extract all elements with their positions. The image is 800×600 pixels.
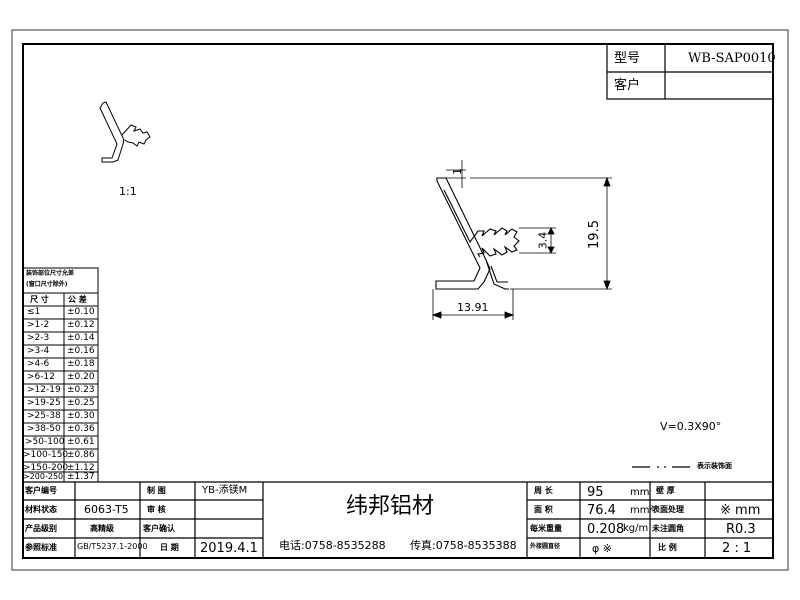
- company-fax: 传真:0758-8535388: [410, 539, 517, 552]
- tolerance-value: ±0.30: [67, 411, 95, 421]
- perimeter-unit: mm: [630, 487, 650, 498]
- fillet-value: R0.3: [726, 522, 756, 537]
- tolerance-size: ≤1: [27, 307, 41, 317]
- profile-main: [435, 177, 520, 290]
- tolerance-value: ±1.12: [67, 463, 95, 473]
- grade-label: 产品级别: [25, 524, 57, 533]
- table-row: >4-6 ±0.18: [23, 358, 98, 371]
- table-row: >1-2 ±0.12: [23, 319, 98, 332]
- tolerance-size: >38-50: [27, 424, 61, 434]
- dimension-lines: [431, 160, 612, 320]
- weight-value: 0.208: [587, 522, 625, 537]
- date-value: 2019.4.1: [200, 541, 258, 556]
- tolerance-size: >50-100: [25, 437, 65, 447]
- date-label: 日 期: [160, 543, 179, 552]
- tolerance-size: >3-4: [27, 346, 50, 356]
- customer-code-label: 客户编号: [25, 486, 57, 495]
- tolerance-size: >1-2: [27, 320, 50, 330]
- dim-width: 13.91: [457, 301, 489, 314]
- circle-label: 外接圆直径: [530, 543, 561, 550]
- table-row: >100-150 ±0.86: [23, 449, 98, 462]
- model-label: 型号: [614, 51, 641, 66]
- surface-label: 表面处理: [652, 505, 684, 514]
- tolerance-size: >12-19: [27, 385, 61, 395]
- tolerance-size: >19-25: [27, 398, 61, 408]
- tolerance-header-size: 尺 寸: [30, 295, 49, 304]
- table-row: >25-38 ±0.30: [23, 410, 98, 423]
- grade-value: 高精级: [90, 524, 114, 533]
- reviewer-label: 审 核: [147, 505, 166, 514]
- title-block-lines: [23, 481, 773, 558]
- table-row: >150-200 ±1.12: [23, 462, 98, 475]
- surface-value: ※ mm: [720, 503, 761, 518]
- tolerance-value: ±0.86: [67, 450, 95, 460]
- scale-note: 1:1: [119, 185, 137, 198]
- table-row: >19-25 ±0.25: [23, 397, 98, 410]
- scale-label: 比 例: [658, 543, 677, 552]
- company-name: 纬邦铝材: [346, 494, 435, 519]
- tolerance-value: ±1.37: [67, 472, 95, 482]
- material-value: 6063-T5: [84, 503, 129, 516]
- tolerance-value: ±0.61: [67, 437, 95, 447]
- standard-value: GB/T5237.1-2000: [77, 542, 148, 551]
- standard-label: 参照标准: [25, 543, 57, 552]
- drafter-label: 制 图: [147, 486, 166, 495]
- tolerance-value: ±0.25: [67, 398, 95, 408]
- tolerance-title-2: (窗口尺寸除外): [26, 281, 68, 288]
- legend-text: 表示装饰面: [697, 462, 732, 470]
- table-row: >50-100 ±0.61: [23, 436, 98, 449]
- dim-slot: 3.4: [536, 231, 550, 250]
- tolerance-title-1: 装饰部位尺寸允差: [26, 270, 75, 277]
- angle-note: V=0.3X90°: [660, 420, 722, 433]
- wall-label: 壁 厚: [656, 486, 675, 495]
- fillet-label: 未注圆角: [652, 524, 684, 533]
- profile-small: [99, 101, 151, 163]
- scale-value: 2 : 1: [722, 541, 752, 556]
- perimeter-value: 95: [587, 485, 604, 500]
- weight-label: 每米重量: [530, 524, 562, 533]
- dim-top: 1: [451, 168, 464, 175]
- tolerance-size: >4-6: [27, 359, 50, 369]
- dim-height: 19.5: [586, 220, 602, 249]
- tolerance-size: >150-200: [23, 463, 69, 473]
- company-phone: 电话:0758-8535288: [279, 539, 386, 552]
- header-table-lines: [606, 43, 774, 100]
- circle-value: φ ※: [592, 542, 612, 555]
- perimeter-label: 周 长: [534, 486, 553, 495]
- table-row: >3-4 ±0.16: [23, 345, 98, 358]
- table-row: >38-50 ±0.36: [23, 423, 98, 436]
- customer-confirm-label: 客户确认: [143, 524, 175, 533]
- area-value: 76.4: [587, 503, 616, 518]
- table-row: >6-12 ±0.20: [23, 371, 98, 384]
- tolerance-value: ±0.12: [67, 320, 95, 330]
- tolerance-size: >2-3: [27, 333, 50, 343]
- tolerance-value: ±0.18: [67, 359, 95, 369]
- tolerance-size: >6-12: [27, 372, 55, 382]
- tolerance-value: ±0.36: [67, 424, 95, 434]
- drafter-value: YB-添镁M: [202, 485, 248, 496]
- model-value: WB-SAP0010: [688, 51, 776, 66]
- tolerance-value: ±0.20: [67, 372, 95, 382]
- table-row: >200-250 ±1.37: [23, 472, 98, 482]
- table-row: ≤1 ±0.10: [23, 306, 98, 319]
- table-row: >2-3 ±0.14: [23, 332, 98, 345]
- tolerance-value: ±0.23: [67, 385, 95, 395]
- weight-unit: kg/m: [623, 523, 649, 534]
- area-unit: mm²: [630, 505, 654, 516]
- table-row: >12-19 ±0.23: [23, 384, 98, 397]
- tolerance-size: >100-150: [23, 450, 69, 460]
- area-label: 面 积: [534, 505, 553, 514]
- tolerance-value: ±0.16: [67, 346, 95, 356]
- material-label: 材料状态: [25, 505, 57, 514]
- tolerance-header-tol: 公 差: [68, 295, 87, 304]
- tolerance-size: >200-250: [23, 472, 64, 481]
- tolerance-size: >25-38: [27, 411, 61, 421]
- customer-label: 客户: [614, 78, 641, 93]
- tolerance-table-lines: [22, 267, 99, 483]
- tolerance-value: ±0.10: [67, 307, 95, 317]
- tolerance-value: ±0.14: [67, 333, 95, 343]
